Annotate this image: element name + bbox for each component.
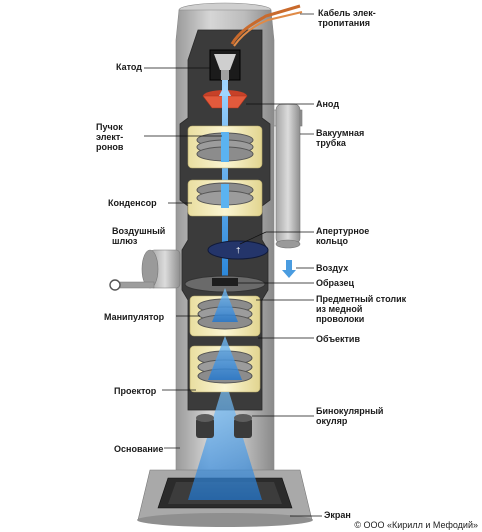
label-anode-text: Анод [316,99,340,109]
label-binocular-line1: Бинокулярный [316,406,384,416]
label-screen-text: Экран [324,510,351,520]
label-sample: Образец [316,278,354,288]
label-air-text: Воздух [316,263,349,273]
label-stage: Предметный столик из медной проволоки [316,294,406,324]
cathode [209,49,241,81]
label-air: Воздух [316,263,348,273]
projected-beam [188,392,262,500]
label-cable-line2: тропитания [318,18,371,28]
label-stage-line2: из медной [316,304,363,314]
label-cable: Кабель элек- тропитания [318,8,376,28]
label-airlock-line2: шлюз [112,236,138,246]
condenser-lens-upper [187,125,263,169]
label-beam: Пучок элект- ронов [96,122,140,152]
label-objective-text: Объектив [316,334,360,344]
condenser-lens-lower [187,179,263,217]
copyright-credit-text: © ООО «Кирилл и Мефодий» [354,520,478,530]
air-arrow [282,260,296,278]
label-screen: Экран [324,510,351,520]
label-aperture-ring: Апертурное кольцо [316,226,369,246]
label-manipulator: Манипулятор [104,312,164,322]
label-cathode: Катод [100,62,142,72]
label-vacuum-tube: Вакуумная трубка [316,128,364,148]
label-objective: Объектив [316,334,360,344]
label-cable-line1: Кабель элек- [318,8,376,18]
label-base: Основание [114,444,163,454]
label-projector: Проектор [114,386,156,396]
label-binocular: Бинокулярный окуляр [316,406,383,426]
label-stage-line3: проволоки [316,314,365,324]
label-beam-line1: Пучок [96,122,123,132]
label-aperture-ring-line1: Апертурное [316,226,370,236]
aperture-ring: † [207,240,269,260]
power-cable [230,4,303,47]
leader-lines [144,13,322,517]
label-aperture-ring-line2: кольцо [316,236,348,246]
svg-text:†: † [236,246,240,255]
label-stage-line1: Предметный столик [316,294,407,304]
label-manipulator-text: Манипулятор [104,312,165,322]
projector-lens [189,336,261,393]
copyright-credit: © ООО «Кирилл и Мефодий» [354,520,478,530]
label-sample-text: Образец [316,278,355,288]
label-airlock-line1: Воздушный [112,226,166,236]
objective-lens [189,288,261,337]
label-beam-line3: ронов [96,142,124,152]
label-vacuum-tube-line1: Вакуумная [316,128,365,138]
label-binocular-line2: окуляр [316,416,348,426]
label-airlock: Воздушный шлюз [112,226,165,246]
label-base-text: Основание [114,444,164,454]
airlock [141,249,181,289]
label-cathode-text: Катод [116,62,142,72]
label-condenser: Конденсор [108,198,157,208]
label-condenser-text: Конденсор [108,198,157,208]
label-beam-line2: элект- [96,132,124,142]
binocular-eyepiece [196,414,252,438]
label-vacuum-tube-line2: трубка [316,138,346,148]
label-anode: Анод [316,99,339,109]
label-projector-text: Проектор [114,386,157,396]
manipulator [109,279,155,291]
